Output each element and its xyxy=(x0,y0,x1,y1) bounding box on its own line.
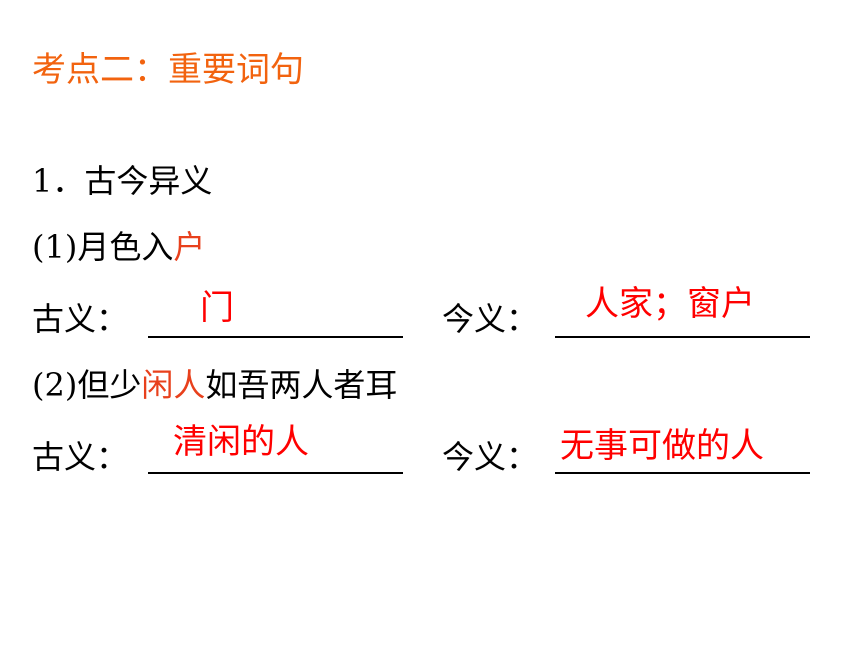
item-2-ancient-blank xyxy=(148,472,403,474)
item-1-highlight: 户 xyxy=(173,228,206,266)
item-2-prefix: (2)但少 xyxy=(32,366,142,404)
item-1-ancient-blank xyxy=(148,336,403,338)
item-2-modern-label: 今义： xyxy=(442,438,539,476)
item-2-ancient-answer: 清闲的人 xyxy=(173,422,309,462)
item-2-highlight: 闲人 xyxy=(141,366,206,404)
subsection-title: 1．古今异义 xyxy=(32,162,213,200)
item-1-ancient-label: 古义： xyxy=(32,300,129,338)
item-2-ancient-label: 古义： xyxy=(32,438,129,476)
item-1-modern-blank xyxy=(555,336,810,338)
item-2-modern-answer: 无事可做的人 xyxy=(560,426,764,466)
item-2-suffix: 如吾两人者耳 xyxy=(205,366,398,404)
item-1-modern-answer: 人家；窗户 xyxy=(585,284,755,324)
item-1-sentence: (1)月色入户 xyxy=(32,226,205,268)
item-1-prefix: (1)月色入 xyxy=(32,228,174,266)
item-2-modern-blank xyxy=(555,472,810,474)
section-heading: 考点二：重要词句 xyxy=(32,50,304,90)
item-1-ancient-answer: 门 xyxy=(200,288,234,328)
item-1-modern-label: 今义： xyxy=(442,300,539,338)
item-2-sentence: (2)但少闲人如吾两人者耳 xyxy=(32,364,397,406)
